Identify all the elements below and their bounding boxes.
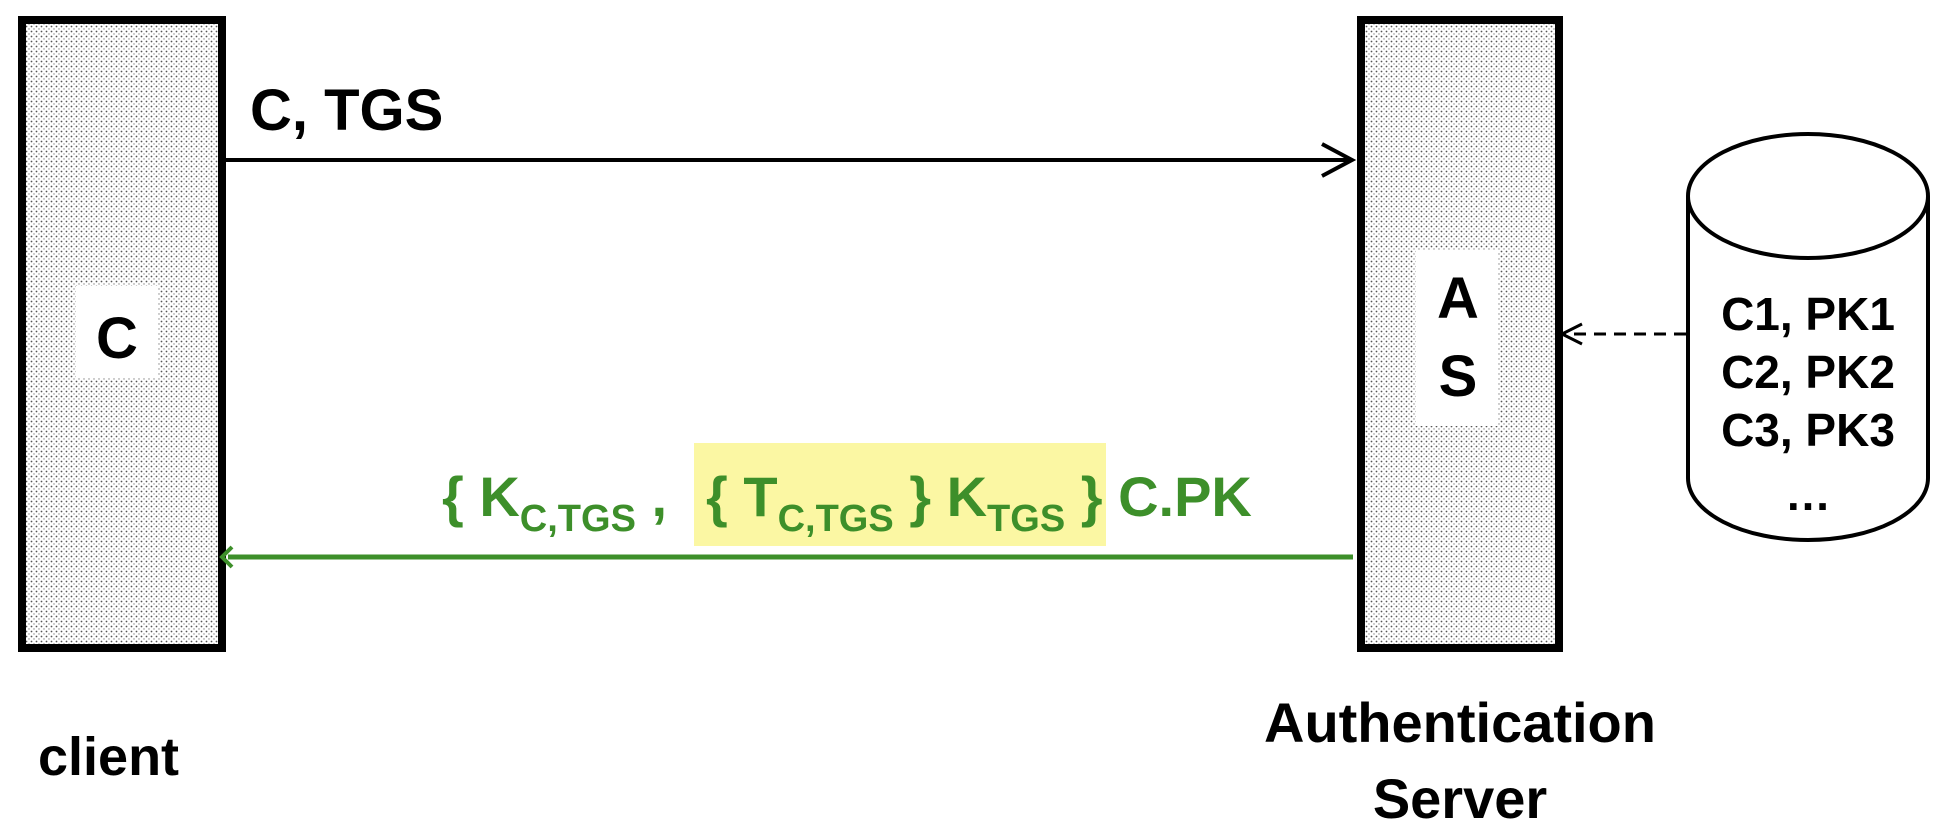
client-box-label: C xyxy=(96,306,138,371)
server-box-label-s: S xyxy=(1439,344,1478,409)
ticket-t-subscript: C,TGS xyxy=(778,498,894,540)
client-caption: client xyxy=(38,727,179,787)
response-arrowhead xyxy=(219,545,234,569)
response-comma: , xyxy=(636,465,667,528)
ticket-close: } K xyxy=(894,465,987,528)
server-caption-line2: Server xyxy=(1373,767,1547,830)
request-arrowhead xyxy=(1321,142,1357,178)
database-row-2: C2, PK2 xyxy=(1721,346,1895,398)
ticket-highlight xyxy=(694,443,1106,546)
database-row-3: C3, PK3 xyxy=(1721,404,1895,456)
database-cylinder-body xyxy=(1686,196,1930,542)
response-k-subscript: C,TGS xyxy=(520,498,636,540)
database-row-1: C1, PK1 xyxy=(1721,288,1895,340)
response-close: } C.PK xyxy=(1065,465,1252,528)
response-label: { KC,TGS , xyxy=(442,465,667,540)
server-box-label-a: A xyxy=(1437,266,1479,331)
client-box-label-bg xyxy=(76,286,158,378)
response-ticket-label: { TC,TGS } KTGS } C.PK xyxy=(706,465,1252,540)
server-caption-line1: Authentication xyxy=(1264,691,1656,754)
server-box-label-bg xyxy=(1416,250,1498,426)
ticket-open: { T xyxy=(706,465,778,528)
lookup-arrowhead xyxy=(1558,322,1583,346)
database-cylinder-top xyxy=(1686,132,1930,260)
database-row-4: … xyxy=(1785,468,1831,520)
response-open-brace: { K xyxy=(442,465,520,528)
ticket-ktgs-subscript: TGS xyxy=(987,498,1065,540)
request-label: C, TGS xyxy=(250,78,443,143)
